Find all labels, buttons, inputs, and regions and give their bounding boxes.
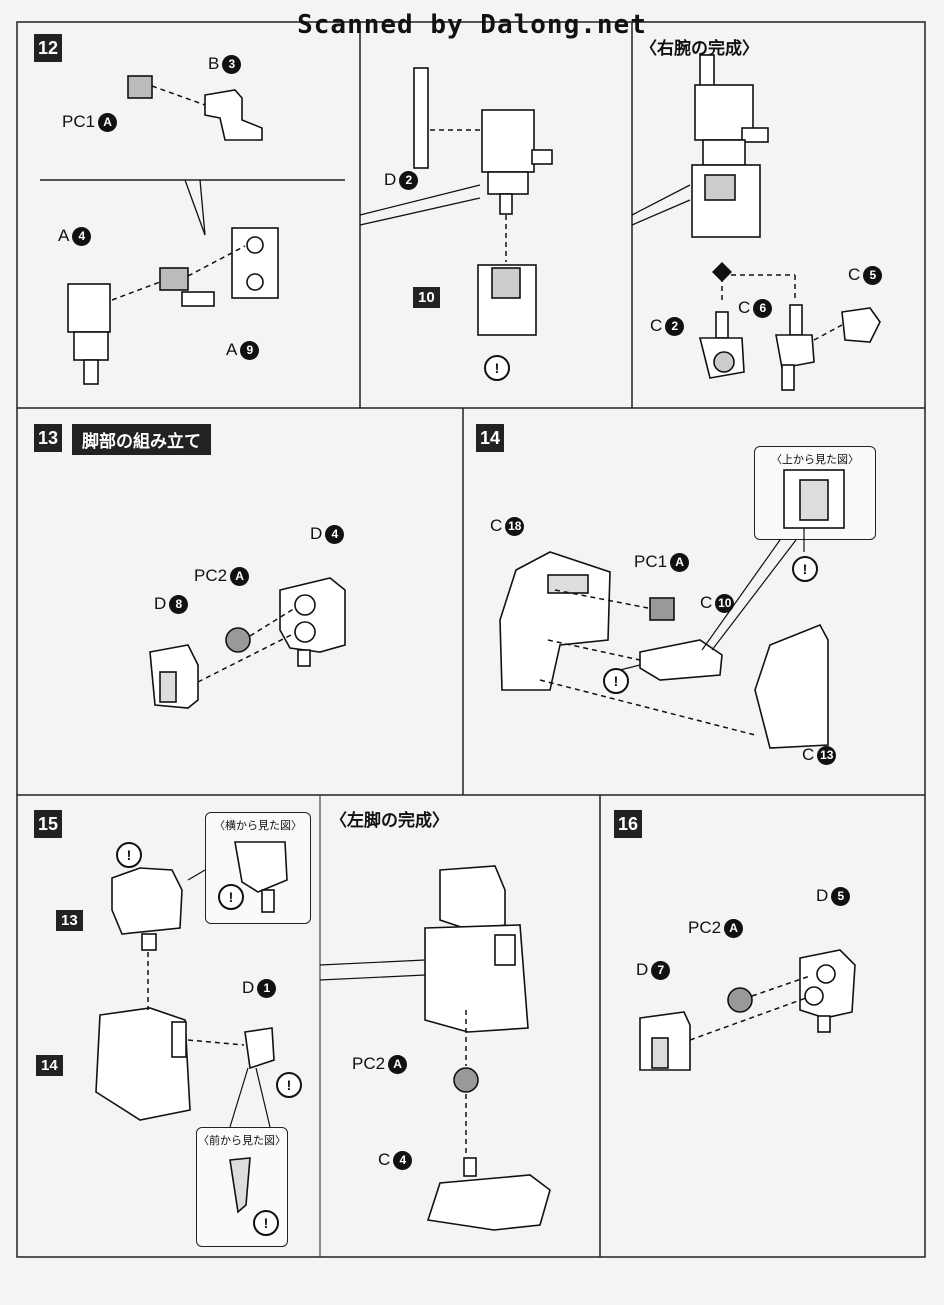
warning-icon: ! bbox=[603, 668, 629, 694]
step-12-header: 〈右腕の完成〉 bbox=[640, 39, 759, 59]
step-number-13: 13 bbox=[34, 424, 62, 452]
sub-assembly-10: 10 bbox=[413, 287, 440, 308]
sub-assembly-14: 14 bbox=[36, 1055, 63, 1076]
step-13-title: 脚部の組み立て bbox=[72, 424, 211, 455]
sub-assembly-13: 13 bbox=[56, 910, 83, 931]
warning-icon: ! bbox=[792, 556, 818, 582]
warning-icon: ! bbox=[253, 1210, 279, 1236]
warning-icon: ! bbox=[276, 1072, 302, 1098]
warning-icon: ! bbox=[218, 884, 244, 910]
step-number-12: 12 bbox=[34, 34, 62, 62]
front-view-caption: 〈前から見た図〉 bbox=[198, 1134, 286, 1147]
warning-icon: ! bbox=[484, 355, 510, 381]
watermark-banner: Scanned by Dalong.net bbox=[297, 10, 647, 40]
warning-icon: ! bbox=[116, 842, 142, 868]
step-number-14: 14 bbox=[476, 424, 504, 452]
step-15-header: 〈左脚の完成〉 bbox=[330, 811, 449, 831]
step-number-15: 15 bbox=[34, 810, 62, 838]
top-view-caption: 〈上から見た図〉 bbox=[771, 453, 859, 466]
step-number-16: 16 bbox=[614, 810, 642, 838]
side-view-caption: 〈横から見た図〉 bbox=[214, 819, 302, 832]
